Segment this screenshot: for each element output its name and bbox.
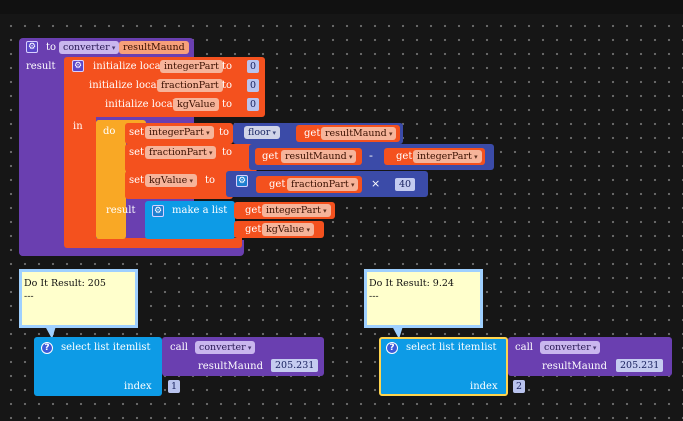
initialize-local-label: initialize local [89, 80, 160, 91]
multiply-operator: × [371, 177, 381, 190]
list-label: list [135, 342, 151, 353]
do-it-result-bubble: Do It Result: 9.24 --- [364, 269, 483, 328]
minus-operator: - [369, 149, 373, 162]
call-arg-label: resultMaund [542, 361, 607, 372]
do-label: do [103, 126, 116, 137]
call-arg-label: resultMaund [198, 361, 263, 372]
set-var-integerPart[interactable]: integerPart [145, 126, 214, 139]
call-label: call [515, 342, 533, 353]
local-variables-bottom [64, 238, 242, 248]
gear-icon[interactable]: ⚙ [26, 41, 38, 53]
local-init-value[interactable]: 0 [247, 98, 260, 111]
get-label: get [396, 151, 413, 162]
index-value[interactable]: 2 [513, 380, 526, 393]
bubble-tail [45, 326, 56, 339]
get-var-resultMaund[interactable]: resultMaund [321, 127, 397, 140]
procedure-to-label: to [46, 42, 57, 53]
in-label: in [73, 121, 83, 132]
call-arg-value[interactable]: 205.231 [271, 359, 319, 372]
question-icon[interactable]: ? [386, 342, 398, 354]
index-label: index [124, 381, 152, 392]
local-to-label: to [222, 61, 233, 72]
select-list-item-block[interactable] [34, 337, 162, 396]
get-var-integerPart[interactable]: integerPart [413, 150, 482, 163]
local-init-value[interactable]: 0 [247, 79, 260, 92]
list-label: list [481, 342, 497, 353]
get-label: get [245, 224, 262, 235]
get-label: get [304, 128, 321, 139]
get-label: get [262, 151, 279, 162]
get-var-resultMaund[interactable]: resultMaund [281, 150, 357, 163]
call-procedure-dropdown[interactable]: converter [195, 341, 256, 354]
set-to-label: to [219, 127, 230, 138]
set-label: set [129, 147, 145, 158]
local-init-value[interactable]: 0 [247, 60, 260, 73]
workspace-top-bar [0, 0, 683, 14]
select-list-item-block[interactable] [379, 337, 508, 396]
gear-icon[interactable]: ⚙ [236, 175, 248, 187]
set-to-label: to [205, 175, 216, 186]
do-result-top [96, 120, 146, 128]
call-label: call [170, 342, 188, 353]
procedure-param-resultMaund[interactable]: resultMaund [119, 41, 189, 54]
make-a-list-label: make a list [172, 205, 228, 216]
local-var-kgValue[interactable]: kgValue [173, 98, 220, 111]
procedure-result-label: result [26, 61, 56, 72]
do-result-block[interactable] [96, 120, 126, 239]
do-it-result-bubble: Do It Result: 205 --- [19, 269, 138, 328]
call-arg-value[interactable]: 205.231 [616, 359, 664, 372]
initialize-local-label: initialize local [105, 99, 176, 110]
local-variables-body [64, 110, 96, 247]
bubble-tail [392, 326, 403, 339]
get-var-fractionPart[interactable]: fractionPart [287, 178, 359, 191]
call-procedure-dropdown[interactable]: converter [540, 341, 601, 354]
gear-icon[interactable]: ⚙ [72, 60, 84, 72]
set-to-label: to [222, 147, 233, 158]
local-var-fractionPart[interactable]: fractionPart [157, 79, 223, 92]
multiply-operand-40[interactable]: 40 [395, 178, 416, 191]
local-to-label: to [222, 80, 233, 91]
initialize-local-label: initialize local [93, 61, 164, 72]
math-floor-dropdown[interactable]: floor [244, 126, 281, 139]
get-label: get [269, 179, 286, 190]
select-list-item-label: select list item [61, 342, 136, 353]
select-list-item-label: select list item [406, 342, 481, 353]
set-label: set [129, 127, 145, 138]
local-to-label: to [222, 99, 233, 110]
get-label: get [245, 205, 262, 216]
local-var-integerPart[interactable]: integerPart [160, 60, 223, 73]
get-var-kgValue[interactable]: kgValue [262, 223, 315, 236]
index-label: index [470, 381, 498, 392]
set-var-kgValue[interactable]: kgValue [145, 174, 198, 187]
get-var-integerPart[interactable]: integerPart [262, 204, 331, 217]
set-label: set [129, 175, 145, 186]
procedure-name-field[interactable]: converter [59, 41, 120, 54]
index-value[interactable]: 1 [168, 380, 181, 393]
set-var-fractionPart[interactable]: fractionPart [145, 146, 217, 159]
result-label: result [106, 205, 136, 216]
question-icon[interactable]: ? [41, 342, 53, 354]
gear-icon[interactable]: ⚙ [152, 205, 164, 217]
